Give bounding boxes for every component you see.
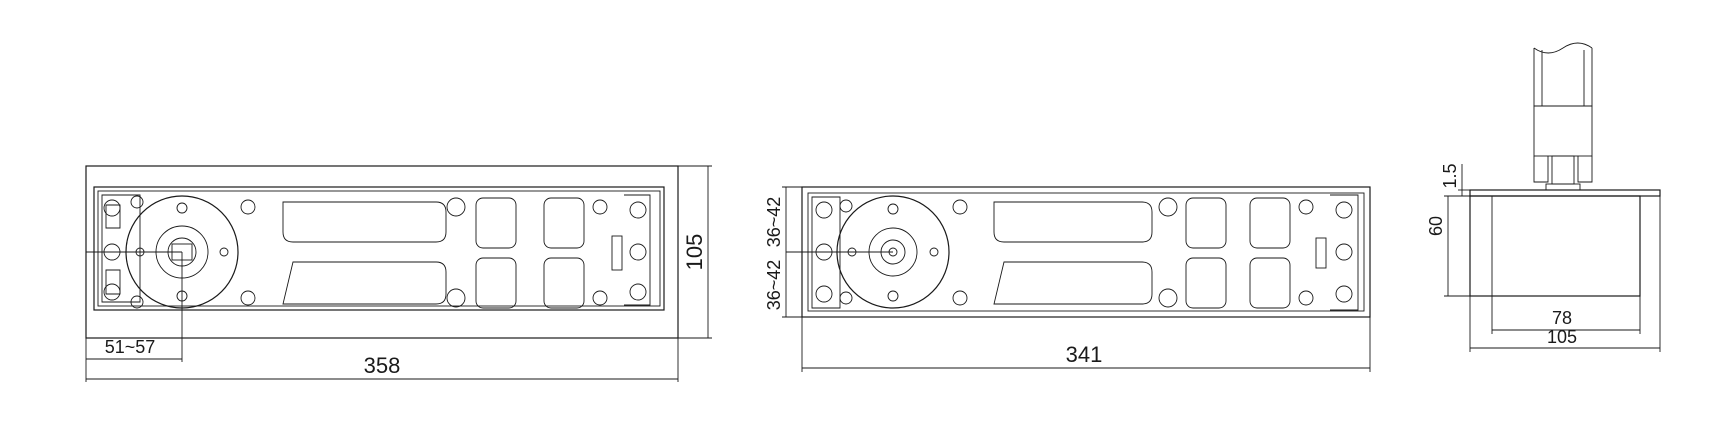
body-outline [93, 186, 665, 311]
screw-4 [240, 290, 256, 306]
screw-3 [240, 199, 256, 215]
dim-60-label: 60 [1426, 216, 1446, 236]
bolt2-right-bottom [1335, 285, 1353, 303]
upper-channel-2 [993, 201, 1153, 243]
left-bracket-slots [105, 204, 121, 295]
bolt-right-mid [629, 243, 647, 261]
screw2-4 [952, 290, 968, 306]
door-shoe-lower [1533, 105, 1593, 157]
screw2-6 [1158, 288, 1178, 308]
bolt-left-bottom [103, 283, 121, 301]
spring-cavity-2 [475, 257, 517, 309]
dim-358-label: 358 [364, 353, 401, 378]
spindle-top [1551, 155, 1575, 185]
valve2-block [1315, 237, 1327, 269]
spring-cavity-1 [475, 197, 517, 249]
door-shoe-break-line [1533, 42, 1593, 54]
spring2-cavity-2 [1185, 257, 1227, 309]
screw2-5 [1158, 197, 1178, 217]
bolt-right-top [629, 201, 647, 219]
lower-channel [282, 261, 447, 305]
door-shoe-right-leg [1577, 156, 1593, 183]
screw2-3 [952, 199, 968, 215]
screw-7 [592, 199, 608, 215]
screw-6 [446, 288, 466, 308]
screw-2 [130, 295, 144, 309]
valve-block [611, 235, 623, 271]
body-inner-outline [97, 190, 661, 307]
body-side [1469, 195, 1641, 297]
dim-1-5-label: 1.5 [1440, 163, 1460, 188]
screw2-8 [1298, 290, 1314, 306]
screw2-1 [839, 199, 853, 213]
bolt2-right-mid [1335, 243, 1353, 261]
disc2-hole-right [929, 247, 939, 257]
dim-78-label: 78 [1552, 308, 1572, 328]
disc2-hole-bottom [887, 290, 899, 302]
screw2-2 [839, 291, 853, 305]
view-2-body-plan: 36~42 36~42 341 [764, 186, 1371, 372]
view-1-top-plan: 358 105 51~57 [85, 165, 712, 382]
right-bracket [624, 194, 651, 306]
spring2-cavity-3 [1249, 197, 1291, 249]
bolt2-left-bottom [815, 285, 833, 303]
dim-51-57-label: 51~57 [105, 337, 156, 357]
upper-channel [282, 201, 447, 243]
dim-36-42-bottom-label: 36~42 [764, 260, 784, 311]
bolt2-right-top [1335, 201, 1353, 219]
bolt-right-bottom [629, 283, 647, 301]
disc-hole-top [176, 202, 188, 214]
dim-341-label: 341 [1066, 342, 1103, 367]
screw-8 [592, 290, 608, 306]
left-bracket-2 [811, 196, 841, 309]
screw2-7 [1298, 199, 1314, 215]
dim-105-label: 105 [682, 234, 707, 271]
spindle-collar [1545, 183, 1581, 191]
spring2-cavity-1 [1185, 197, 1227, 249]
view-3-side-elevation: 1.5 60 78 105 [1426, 42, 1661, 352]
screw-1 [130, 195, 144, 209]
disc-hole-right [219, 247, 229, 257]
bolt2-left-top [815, 201, 833, 219]
lower-channel-2 [993, 261, 1153, 305]
door-shoe-left-leg [1533, 156, 1549, 183]
spring-cavity-4 [543, 257, 585, 309]
dim-105s-label: 105 [1547, 327, 1577, 347]
bolt-left-top [103, 199, 121, 217]
right-bracket-2 [1330, 194, 1359, 311]
left-bracket [101, 194, 141, 303]
dim-36-42-top-label: 36~42 [764, 197, 784, 248]
door-shoe-top [1533, 48, 1593, 107]
spring2-cavity-4 [1249, 257, 1291, 309]
disc2-hole-top [887, 203, 899, 215]
cover-plate-side [1469, 189, 1661, 197]
spring-cavity-3 [543, 197, 585, 249]
screw-5 [446, 197, 466, 217]
